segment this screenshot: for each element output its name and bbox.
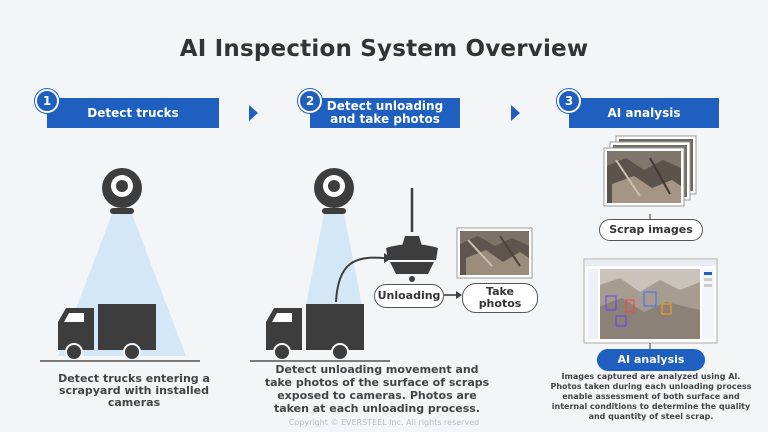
step-2-label: Detect unloading and take photos bbox=[326, 99, 444, 126]
footer-copyright: Copyright © EVERSTEEL Inc. All rights re… bbox=[288, 418, 480, 427]
chevron-right-icon bbox=[249, 105, 258, 121]
ai-analysis-screen bbox=[583, 258, 718, 344]
step-3-banner: AI analysis bbox=[569, 98, 719, 128]
scrap-photo-thumbnail bbox=[456, 227, 533, 279]
ai-analysis-badge: AI analysis bbox=[597, 349, 705, 371]
arrow-connector-icon bbox=[335, 256, 385, 303]
take-photos-label: Take photos bbox=[462, 283, 538, 313]
step-1-label: Detect trucks bbox=[87, 105, 179, 120]
truck-icon-2 bbox=[266, 304, 364, 361]
unloading-label: Unloading bbox=[374, 284, 444, 308]
page-title: AI Inspection System Overview bbox=[179, 36, 589, 62]
chevron-right-icon bbox=[511, 105, 520, 121]
step-3-caption: Images captured are analyzed using AI. P… bbox=[550, 372, 752, 421]
step-1-number: 1 bbox=[35, 89, 59, 113]
step-1-banner: Detect trucks bbox=[47, 98, 219, 128]
camera-beam-2 bbox=[306, 214, 362, 305]
step-2-number: 2 bbox=[298, 89, 322, 113]
step-3-label: AI analysis bbox=[607, 105, 681, 120]
step-2-caption: Detect unloading movement and take photo… bbox=[264, 363, 490, 415]
scrap-images-label: Scrap images bbox=[599, 219, 703, 241]
sensor-device-icon bbox=[386, 188, 438, 282]
camera-icon-1 bbox=[102, 168, 142, 214]
step-2-banner: Detect unloading and take photos bbox=[310, 98, 460, 128]
step-3-number: 3 bbox=[557, 89, 581, 113]
camera-icon-2 bbox=[314, 168, 354, 214]
step-1-caption: Detect trucks entering a scrapyard with … bbox=[58, 372, 210, 409]
scrap-images-stack bbox=[603, 135, 697, 207]
truck-icon-1 bbox=[58, 304, 156, 361]
